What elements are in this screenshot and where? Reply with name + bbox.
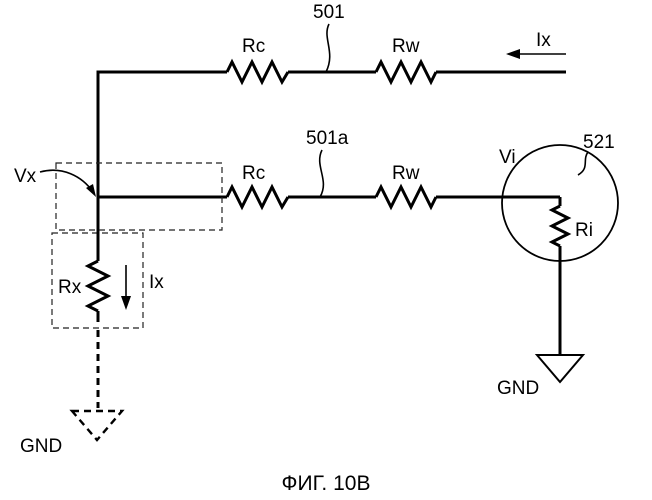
figure-caption: ФИГ. 10В xyxy=(282,472,371,495)
arrow-ix-side xyxy=(121,265,131,310)
leader-501 xyxy=(326,24,330,72)
label-vx: Vx xyxy=(14,166,37,187)
label-vi: Vi xyxy=(499,147,516,168)
label-ri: Ri xyxy=(575,220,593,241)
resistor-rw-top xyxy=(376,62,436,82)
resistor-rc-top xyxy=(227,62,288,82)
label-instrument-521: 521 xyxy=(583,132,615,153)
resistor-rc-mid xyxy=(227,187,288,207)
leader-521 xyxy=(578,152,588,175)
label-rc-mid: Rc xyxy=(242,163,265,184)
label-ix-side: Ix xyxy=(149,272,164,293)
gnd-right-symbol xyxy=(537,355,583,382)
label-rc-top: Rc xyxy=(242,36,265,57)
label-ix-top: Ix xyxy=(536,30,551,51)
label-rx: Rx xyxy=(58,277,82,298)
label-line-501: 501 xyxy=(313,2,345,23)
middle-line-501a xyxy=(98,187,560,207)
leader-501a xyxy=(320,150,324,197)
label-line-501a: 501a xyxy=(306,128,349,149)
gnd-left-symbol xyxy=(72,411,122,440)
label-rw-mid: Rw xyxy=(392,163,420,184)
resistor-rx xyxy=(88,261,108,311)
label-gnd-left: GND xyxy=(20,436,62,457)
top-wire-left xyxy=(98,72,227,232)
arrow-vx xyxy=(40,170,93,192)
label-rw-top: Rw xyxy=(392,36,420,57)
resistor-ri xyxy=(552,206,568,246)
label-gnd-right: GND xyxy=(497,378,539,399)
resistor-rw-mid xyxy=(376,187,436,207)
